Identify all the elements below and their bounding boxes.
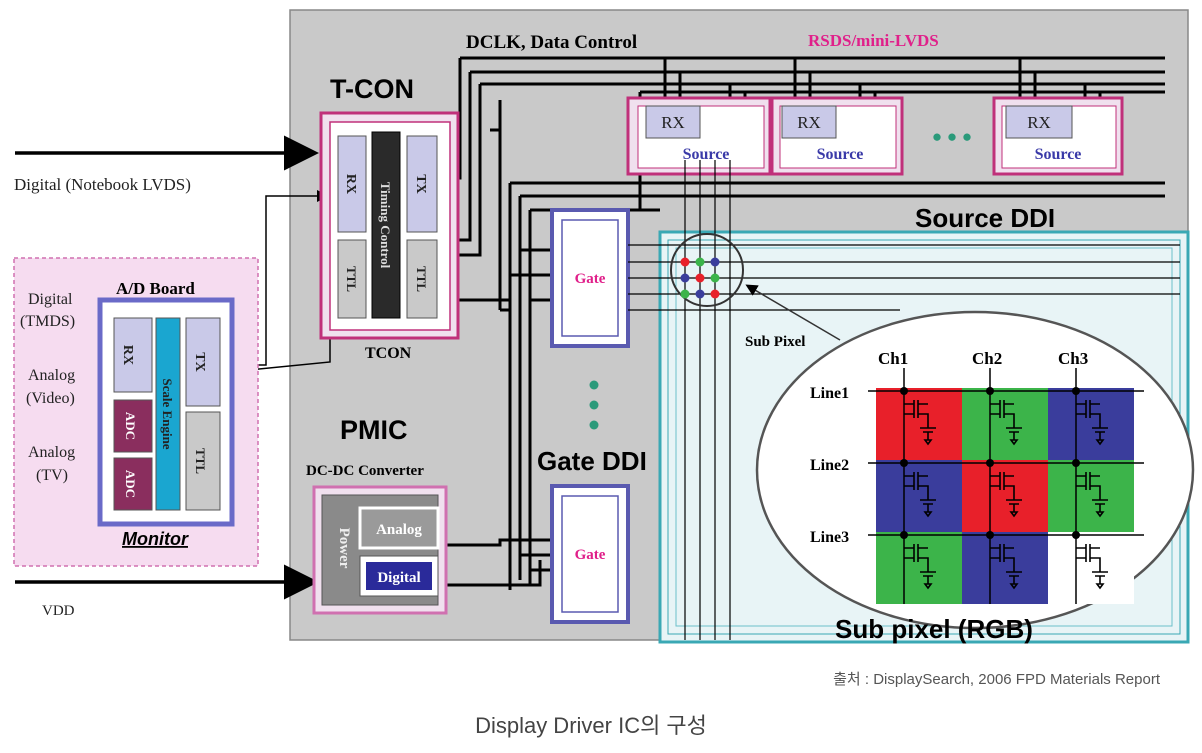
transistor-symbol	[904, 400, 936, 446]
ad-rx: RX	[120, 345, 135, 365]
line-label: Line1	[810, 385, 849, 402]
timing-control: Timing Control	[378, 182, 393, 269]
transistor-symbol	[990, 400, 1022, 446]
transistor-symbol	[1076, 544, 1108, 590]
source-label-3: Source	[1035, 146, 1082, 163]
tcon-ttl-left: TTL	[344, 266, 359, 292]
scale-engine: Scale Engine	[160, 378, 175, 449]
tcon-ttl-right: TTL	[414, 266, 429, 292]
pixel-cell	[962, 460, 1048, 532]
transistor-symbol	[990, 544, 1022, 590]
source-rx-3: RX	[1027, 113, 1051, 132]
input-analog-video-2: (Video)	[26, 390, 75, 407]
monitor-label: Monitor	[122, 529, 189, 549]
ad-adc-2: ADC	[123, 470, 138, 498]
pixel-cell	[962, 532, 1048, 604]
pixel-cell	[1048, 460, 1134, 532]
rsds-label: RSDS/mini-LVDS	[808, 31, 939, 50]
source-rx-2: RX	[797, 113, 821, 132]
panel-grid	[628, 160, 1180, 640]
pixel-cell	[876, 388, 962, 460]
transistor-symbol	[904, 472, 936, 518]
caption: Display Driver IC의 구성	[475, 713, 707, 738]
dcdc-label: DC-DC Converter	[306, 463, 424, 479]
gate-label-1: Gate	[575, 271, 606, 287]
pixel-cell	[876, 460, 962, 532]
transistor-symbol	[1076, 472, 1108, 518]
top-bus-lines	[440, 56, 1165, 590]
pixel-cell	[1048, 388, 1134, 460]
sub-pixel-label: Sub Pixel	[745, 334, 805, 350]
gate-ddi-label: Gate DDI	[537, 446, 647, 476]
source-chips	[626, 96, 1124, 176]
source-dots: ● ● ●	[932, 127, 972, 146]
pixel-cell	[876, 532, 962, 604]
zoom-circle	[670, 233, 744, 307]
line-label: Line3	[810, 529, 849, 546]
subpixel-dots	[680, 257, 720, 299]
input-digital-tmds-2: (TMDS)	[20, 313, 75, 330]
gate-chips	[550, 208, 630, 624]
power-label: Power	[336, 528, 352, 569]
tcon-title: T-CON	[330, 74, 414, 104]
gate-label-2: Gate	[575, 547, 606, 563]
line-label: Line2	[810, 457, 849, 474]
ad-ttl: TTL	[193, 448, 208, 474]
input-analog-tv-2: (TV)	[36, 467, 68, 484]
tcon-rx: RX	[343, 174, 358, 194]
analog-block-label: Analog	[376, 522, 422, 538]
source-ddi-label: Source DDI	[915, 203, 1055, 233]
input-digital-notebook: Digital (Notebook LVDS)	[14, 175, 191, 194]
channel-label: Ch1	[878, 349, 908, 368]
input-digital-tmds-1: Digital	[28, 291, 73, 308]
tcon-tx: TX	[413, 174, 428, 193]
digital-block-label: Digital	[377, 570, 420, 586]
pixel-matrix	[868, 368, 1144, 604]
ad-board-label: A/D Board	[116, 279, 195, 298]
input-analog-tv-1: Analog	[28, 444, 75, 461]
transistor-symbol	[1076, 400, 1108, 446]
transistor-symbol	[904, 544, 936, 590]
pixel-cell	[1048, 532, 1134, 604]
channel-label: Ch2	[972, 349, 1002, 368]
source-label-2: Source	[817, 146, 864, 163]
tcon-sub: TCON	[365, 345, 412, 362]
pixel-cell	[962, 388, 1048, 460]
source-rx-1: RX	[661, 113, 685, 132]
ad-adc-1: ADC	[123, 412, 138, 440]
input-analog-video-1: Analog	[28, 367, 75, 384]
dclk-label: DCLK, Data Control	[466, 32, 637, 53]
subpixel-rgb-label: Sub pixel (RGB)	[835, 614, 1033, 644]
source-credit: 출처 : DisplaySearch, 2006 FPD Materials R…	[833, 671, 1161, 688]
transistor-symbol	[990, 472, 1022, 518]
pmic-title: PMIC	[340, 415, 408, 445]
channel-label: Ch3	[1058, 349, 1088, 368]
input-vdd: VDD	[42, 603, 75, 619]
source-label-1: Source	[683, 146, 730, 163]
ad-tx: TX	[192, 352, 207, 371]
